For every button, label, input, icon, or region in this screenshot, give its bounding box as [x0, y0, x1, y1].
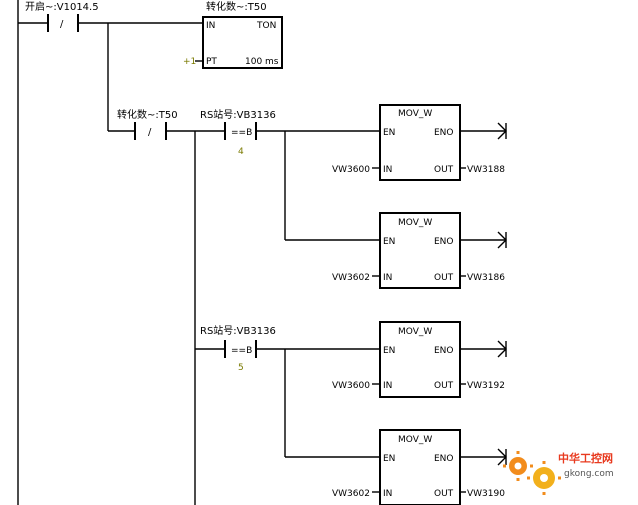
timer-block-t50[interactable]: 转化数~:T50 IN TON PT 100 ms +1 — [183, 0, 283, 69]
contact-timer-label: 转化数~:T50 — [117, 108, 178, 121]
gkong-watermark: 中华工控网 gkong.com — [503, 451, 614, 495]
mov-block-en: EN — [383, 237, 395, 247]
mov-block-title: MOV_W — [398, 435, 432, 445]
mov-block-in: IN — [383, 489, 392, 499]
timer-preset-value: +1 — [183, 57, 196, 67]
timer-label: 转化数~:T50 — [206, 0, 267, 13]
mov-block-eno: ENO — [434, 128, 454, 138]
mov-block-en: EN — [383, 454, 395, 464]
mov-block-source: VW3602 — [332, 489, 370, 499]
mov-block-title: MOV_W — [398, 109, 432, 119]
compare-2-label: RS站号:VB3136 — [200, 324, 276, 337]
compare-1-operator: ==B — [231, 128, 252, 138]
mov-block-en: EN — [383, 346, 395, 356]
timer-type: TON — [256, 21, 276, 31]
watermark-name: 中华工控网 — [558, 451, 613, 465]
mov-block-en: EN — [383, 128, 395, 138]
mov-block-destination: VW3192 — [467, 381, 505, 391]
mov-w-block[interactable]: MOV_W EN ENO IN OUT VW3602 VW3190 — [332, 429, 507, 505]
compare-vb3136-eq-5[interactable]: RS站号:VB3136 ==B 5 — [200, 324, 380, 373]
contact-timer-symbol: / — [148, 127, 152, 138]
mov-block-source: VW3602 — [332, 273, 370, 283]
mov-block-destination: VW3186 — [467, 273, 505, 283]
mov-block-eno: ENO — [434, 454, 454, 464]
compare-vb3136-eq-4[interactable]: RS站号:VB3136 ==B 4 — [200, 108, 380, 157]
timer-pt-label: PT — [206, 57, 217, 67]
mov-block-source: VW3600 — [332, 381, 370, 391]
watermark-url: gkong.com — [564, 469, 614, 479]
mov-block-in: IN — [383, 273, 392, 283]
mov-block-destination: VW3190 — [467, 489, 505, 499]
mov-block-eno: ENO — [434, 346, 454, 356]
mov-block-out: OUT — [434, 489, 454, 499]
mov-block-in: IN — [383, 165, 392, 175]
gear-icon — [503, 451, 561, 495]
mov-block-in: IN — [383, 381, 392, 391]
timer-resolution: 100 ms — [245, 57, 279, 67]
contact-open-label: 开启~:V1014.5 — [25, 0, 99, 13]
mov-block-eno: ENO — [434, 237, 454, 247]
compare-2-value: 5 — [238, 363, 244, 373]
mov-block-out: OUT — [434, 165, 454, 175]
mov-block-source: VW3600 — [332, 165, 370, 175]
mov-block-destination: VW3188 — [467, 165, 505, 175]
mov-w-block[interactable]: MOV_W EN ENO IN OUT VW3600 VW3192 — [332, 321, 507, 398]
contact-open-symbol: / — [60, 19, 64, 30]
compare-1-value: 4 — [238, 147, 244, 157]
mov-w-block[interactable]: MOV_W EN ENO IN OUT VW3600 VW3188 — [332, 104, 507, 181]
timer-in-label: IN — [206, 21, 215, 31]
compare-2-operator: ==B — [231, 346, 252, 356]
mov-block-title: MOV_W — [398, 218, 432, 228]
contact-open-v1014-5[interactable]: 开启~:V1014.5 / — [18, 0, 203, 32]
mov-w-block[interactable]: MOV_W EN ENO IN OUT VW3602 VW3186 — [332, 212, 507, 289]
compare-1-label: RS站号:VB3136 — [200, 108, 276, 121]
mov-block-out: OUT — [434, 273, 454, 283]
mov-block-out: OUT — [434, 381, 454, 391]
mov-block-title: MOV_W — [398, 327, 432, 337]
